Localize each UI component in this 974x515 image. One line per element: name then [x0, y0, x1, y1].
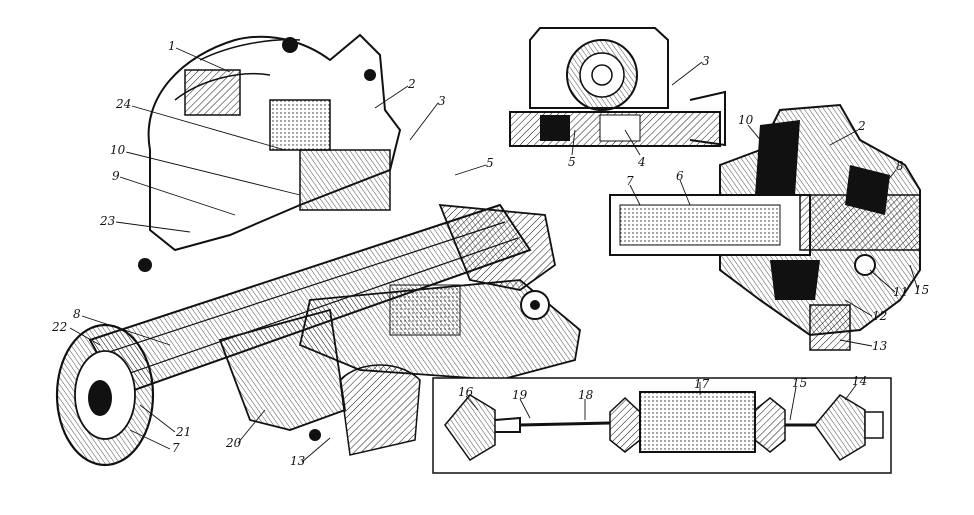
- callout-label: 15: [792, 376, 807, 390]
- callout-label: 13: [290, 454, 306, 468]
- callout-label: 7: [172, 441, 180, 455]
- leader-lines: [69, 47, 919, 463]
- callout-label: 8: [73, 307, 81, 321]
- bottom-inset: [432, 377, 892, 474]
- callout-label: 4: [637, 155, 646, 169]
- callout-label: 23: [99, 214, 116, 228]
- callout-label: 19: [512, 388, 528, 402]
- callout-label: 12: [872, 309, 887, 323]
- callout-label: 18: [578, 388, 594, 402]
- right-inset: [609, 103, 921, 351]
- callout-label: 2: [857, 119, 866, 133]
- callouts-right-inset: 10 2 6 7 8 11 15 12 13: [626, 113, 929, 353]
- callout-label: 3: [438, 94, 446, 108]
- callout-label: 5: [568, 155, 576, 169]
- main-cutaway-view: [55, 33, 581, 467]
- callout-label: 15: [914, 283, 929, 297]
- top-inset: [509, 27, 726, 147]
- callout-label: 6: [676, 169, 684, 183]
- callout-label: 7: [626, 174, 634, 188]
- callout-label: 2: [407, 77, 416, 91]
- callout-label: 14: [852, 374, 867, 388]
- callout-label: 17: [694, 377, 710, 391]
- callout-label: 10: [738, 113, 754, 127]
- callout-label: 3: [702, 54, 710, 68]
- callout-label: 8: [896, 159, 904, 173]
- callout-label: 11: [893, 285, 908, 299]
- bevel-gear: [184, 69, 391, 211]
- callout-label: 9: [112, 169, 120, 183]
- callouts-top-inset: 3 5 4: [568, 54, 710, 169]
- callout-label: 13: [872, 339, 888, 353]
- callout-label: 1: [168, 39, 176, 53]
- callout-label: 10: [110, 143, 126, 157]
- callout-label: 22: [51, 320, 67, 334]
- callouts-main: 1 2 3 5 24 10 9 23 8 22 21 7 20 13: [51, 39, 494, 468]
- callout-label: 21: [175, 425, 191, 439]
- lower-housing: [298, 279, 581, 381]
- wheel-hub: [55, 323, 155, 467]
- callout-label: 24: [115, 97, 131, 111]
- callout-label: 16: [458, 385, 474, 399]
- callouts-bottom-inset: 16 19 18 17 15 14: [458, 374, 867, 402]
- callout-label: 5: [486, 156, 494, 170]
- callout-label: 20: [225, 436, 242, 450]
